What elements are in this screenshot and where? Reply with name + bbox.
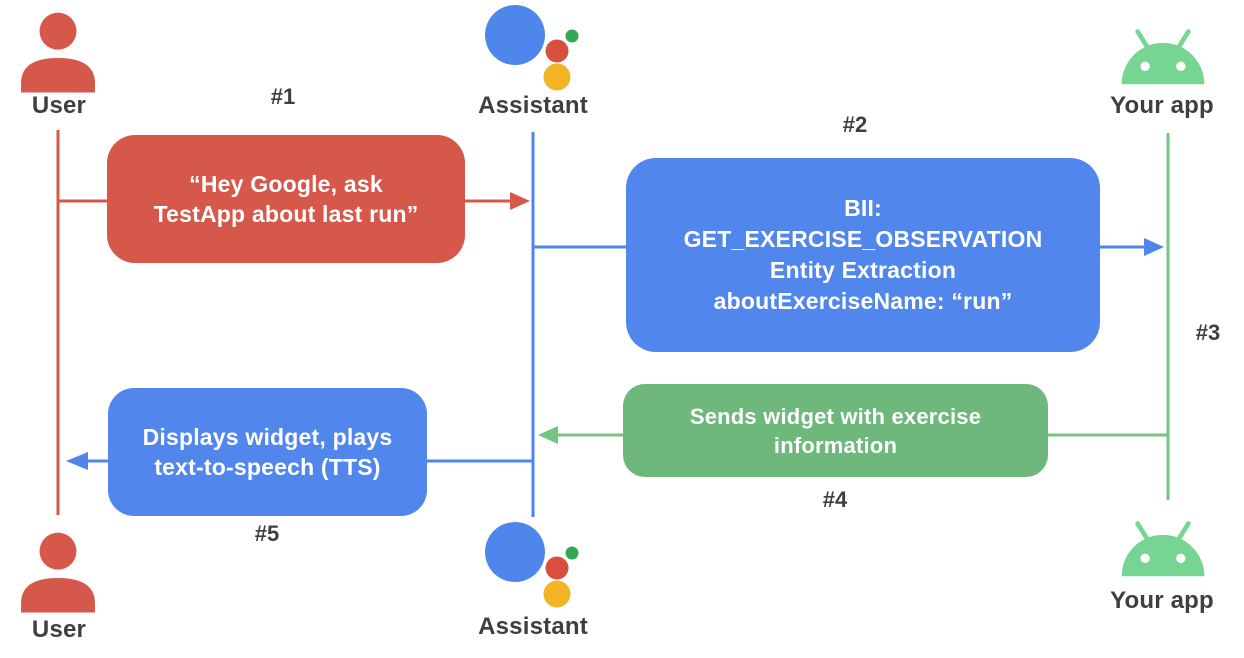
message-line: aboutExerciseName: “run” [713,288,1013,314]
message-line: Displays widget, plays [142,424,393,450]
step-label-1: #1 [270,84,296,109]
message-line: “Hey Google, ask [189,171,383,197]
arrow-step2 [533,238,1164,256]
message-line: Sends widget with exercise [689,403,982,429]
person-icon [21,12,95,93]
arrowhead-left-icon [66,452,88,470]
arrow-step5 [66,452,533,470]
step-label-5: #5 [254,521,280,546]
arrow-step1 [58,192,530,210]
actor-label-user-top: User [31,92,87,119]
message-line: Entity Extraction [769,257,957,283]
google-assistant-icon [485,5,579,91]
message-line: TestApp about last run” [153,201,419,227]
message-line: information [773,432,898,458]
message-line: GET_EXERCISE_OBSERVATION [683,226,1043,252]
android-icon [1121,521,1205,577]
actor-label-assistant-bottom: Assistant [478,613,588,640]
actor-label-yourapp-bottom: Your app [1110,587,1214,614]
arrow-step4 [538,426,1168,444]
person-icon [21,532,95,613]
arrowhead-right-icon [510,192,530,210]
android-icon [1121,29,1205,85]
actor-label-yourapp-top: Your app [1110,92,1214,119]
actor-label-assistant-top: Assistant [478,92,588,119]
message-line: text-to-speech (TTS) [154,454,381,480]
google-assistant-icon [485,522,579,608]
actor-label-user-bottom: User [31,616,87,643]
arrowhead-left-icon [538,426,558,444]
step-label-2: #2 [842,112,868,137]
step-label-4: #4 [822,487,848,512]
message-box-step5: Displays widget, plays text-to-speech (T… [108,388,427,516]
arrowhead-right-icon [1144,238,1164,256]
message-box-step4: Sends widget with exercise information [623,384,1048,477]
message-box-step2: BII: GET_EXERCISE_OBSERVATION Entity Ext… [626,158,1100,352]
message-box-step1: “Hey Google, ask TestApp about last run” [107,135,465,263]
step-label-3: #3 [1195,320,1221,345]
message-line: BII: [844,195,882,221]
